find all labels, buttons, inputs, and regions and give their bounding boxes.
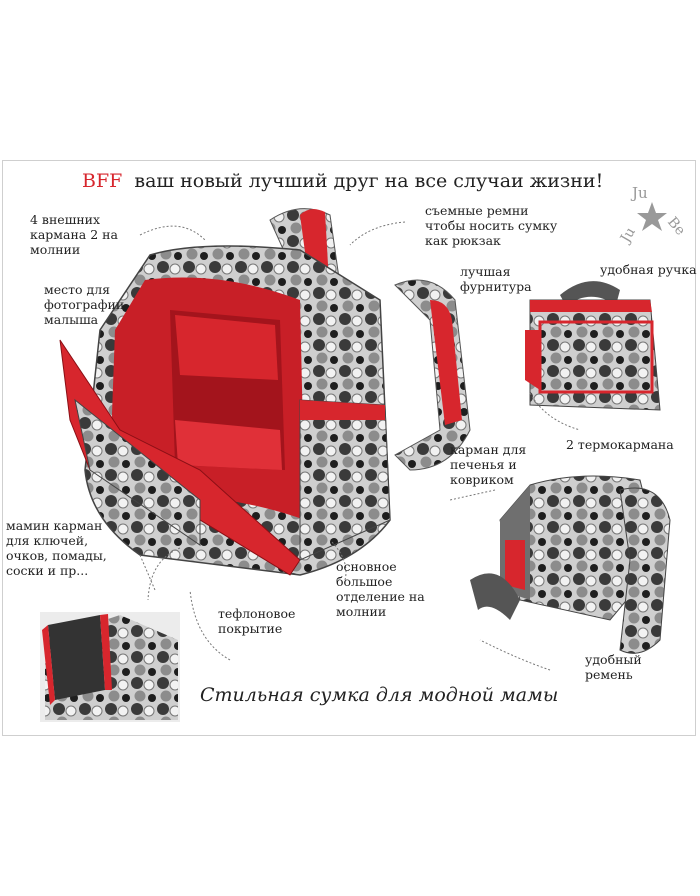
label-mom-pocket: мамин карман для ключей, очков, помады, … [6, 518, 107, 578]
svg-text:Ju: Ju [630, 184, 648, 202]
bag-back-view [470, 475, 671, 654]
brand-text: BFF [82, 170, 123, 192]
page-title: BFF ваш новый лучший друг на все случаи … [82, 170, 603, 192]
svg-text:Be: Be [664, 214, 688, 239]
label-thermo-pockets: 2 термокармана [566, 437, 674, 452]
label-external-pockets: 4 внешних кармана 2 на молнии [30, 212, 118, 257]
bag-front-view [525, 281, 661, 411]
svg-text:Ju: Ju [617, 225, 639, 247]
slogan: Стильная сумка для модной мамы [200, 684, 559, 706]
label-cookie-pocket: карман для печенья и ковриком [450, 442, 527, 487]
callout-arrows [139, 221, 581, 671]
tagline-text: ваш новый лучший друг на все случаи жизн… [134, 170, 604, 192]
label-strap: удобный ремень [585, 652, 642, 682]
label-photo-place: место для фотографии малыша [44, 282, 125, 327]
label-best-hardware: лучшая фурнитура [460, 264, 532, 294]
pocket-closeup [40, 612, 180, 722]
main-bag [59, 208, 471, 576]
brand-logo: Ju Ju Be [617, 184, 689, 247]
label-main-compartment: основное большое отделение на молнии [336, 559, 425, 619]
label-removable-straps: съемные ремни чтобы носить сумку как рюк… [425, 203, 558, 248]
label-handle: удобная ручка [600, 262, 697, 277]
label-teflon: тефлоновое покрытие [218, 606, 296, 636]
